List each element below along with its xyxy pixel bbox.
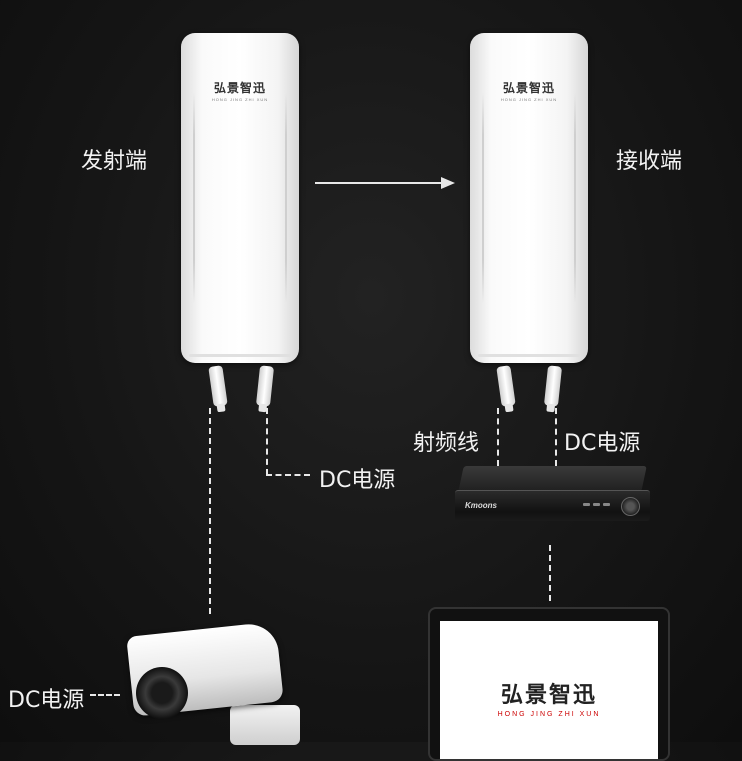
signal-arrow-line <box>315 182 443 184</box>
tx-rf-dashed-line <box>209 408 211 614</box>
receiver-rf-connector <box>496 365 515 407</box>
transmitter-brand-subtitle: HONG JING ZHI XUN <box>181 97 299 102</box>
rx-rf-dashed-line <box>497 408 499 466</box>
signal-arrow-head <box>441 177 455 189</box>
transmitter-label: 发射端 <box>81 143 147 175</box>
transmitter-brand-logo: 弘景智迅 HONG JING ZHI XUN <box>181 79 299 102</box>
screen-brand-name: 弘景智迅 <box>440 677 658 709</box>
tx-dc-dashed-line <box>266 408 268 475</box>
transmitter-dc-connector <box>256 365 274 406</box>
receiver-brand-logo: 弘景智迅 HONG JING ZHI XUN <box>470 79 588 102</box>
network-diagram: 弘景智迅 HONG JING ZHI XUN 弘景智迅 HONG JING ZH… <box>0 0 742 742</box>
surveillance-camera <box>110 615 310 745</box>
nvr-laptop-dashed-line <box>549 545 551 601</box>
screen-brand-logo: 弘景智迅 HONG JING ZHI XUN <box>440 677 658 718</box>
receiver-dc-connector <box>544 365 562 406</box>
camera-mount <box>230 705 300 745</box>
laptop-monitor: 弘景智迅 HONG JING ZHI XUN <box>428 607 670 761</box>
transmitter-unit: 弘景智迅 HONG JING ZHI XUN <box>181 33 299 363</box>
rx-dc-dashed-line <box>555 408 557 466</box>
receiver-unit: 弘景智迅 HONG JING ZHI XUN <box>470 33 588 363</box>
rf-cable-label: 射频线 <box>413 425 479 457</box>
laptop-screen: 弘景智迅 HONG JING ZHI XUN <box>440 621 658 759</box>
camera-lens-icon <box>136 667 188 719</box>
nvr-knob-icon <box>621 497 640 516</box>
camera-dc-power-label: DC电源 <box>8 682 84 714</box>
nvr-logo: Kmoons <box>465 501 497 510</box>
transmitter-brand-name: 弘景智迅 <box>181 79 299 96</box>
tx-dc-power-label: DC电源 <box>319 462 395 494</box>
receiver-brand-subtitle: HONG JING ZHI XUN <box>470 97 588 102</box>
screen-brand-subtitle: HONG JING ZHI XUN <box>440 711 658 718</box>
transmitter-rf-connector <box>208 365 227 407</box>
tx-dc-dashed-horizontal <box>266 474 310 476</box>
receiver-brand-name: 弘景智迅 <box>470 79 588 96</box>
rx-dc-power-label: DC电源 <box>564 425 640 457</box>
nvr-recorder: Kmoons <box>455 466 650 524</box>
camera-dc-dashed-horizontal <box>90 694 120 696</box>
receiver-label: 接收端 <box>616 143 682 175</box>
